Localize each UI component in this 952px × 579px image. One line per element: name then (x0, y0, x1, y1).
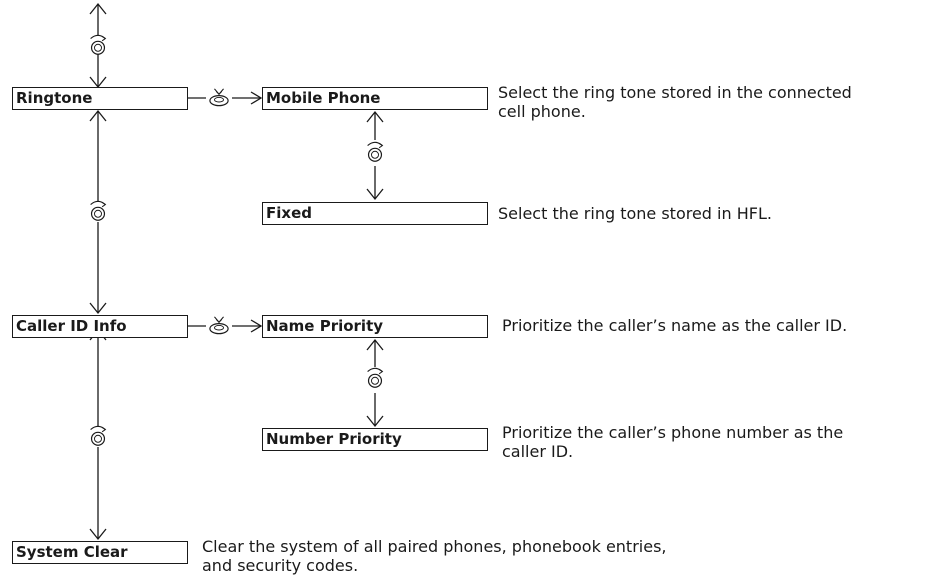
mobile-phone-box: Mobile Phone (262, 87, 488, 110)
system-clear-box: System Clear (12, 541, 188, 564)
description-line: Prioritize the caller’s name as the call… (502, 316, 848, 335)
number-priority-description: Prioritize the caller’s phone number as … (502, 423, 843, 461)
description-line: Prioritize the caller’s phone number as … (502, 423, 844, 442)
system-clear-description: Clear the system of all paired phones, p… (202, 537, 667, 575)
description-line: Select the ring tone stored in the conne… (498, 83, 852, 102)
caller-id-info-box: Caller ID Info (12, 315, 188, 338)
number-priority-box: Number Priority (262, 428, 488, 451)
ringtone-box: Ringtone (12, 87, 188, 110)
rotate-selector-icon (89, 200, 107, 221)
mobile-phone-description: Select the ring tone stored in the conne… (498, 83, 852, 121)
press-selector-icon (209, 316, 229, 335)
description-line: Select the ring tone stored in HFL. (498, 204, 772, 223)
press-selector-icon (209, 88, 229, 107)
description-line: caller ID. (502, 442, 574, 461)
fixed-description: Select the ring tone stored in HFL. (498, 204, 772, 223)
description-line: and security codes. (202, 556, 359, 575)
fixed-box: Fixed (262, 202, 488, 225)
name-priority-description: Prioritize the caller’s name as the call… (502, 316, 847, 335)
description-line: cell phone. (498, 102, 586, 121)
rotate-selector-icon (89, 34, 107, 55)
name-priority-box: Name Priority (262, 315, 488, 338)
rotate-selector-icon (89, 425, 107, 446)
rotate-selector-icon (366, 367, 384, 388)
description-line: Clear the system of all paired phones, p… (202, 537, 667, 556)
rotate-selector-icon (366, 141, 384, 162)
